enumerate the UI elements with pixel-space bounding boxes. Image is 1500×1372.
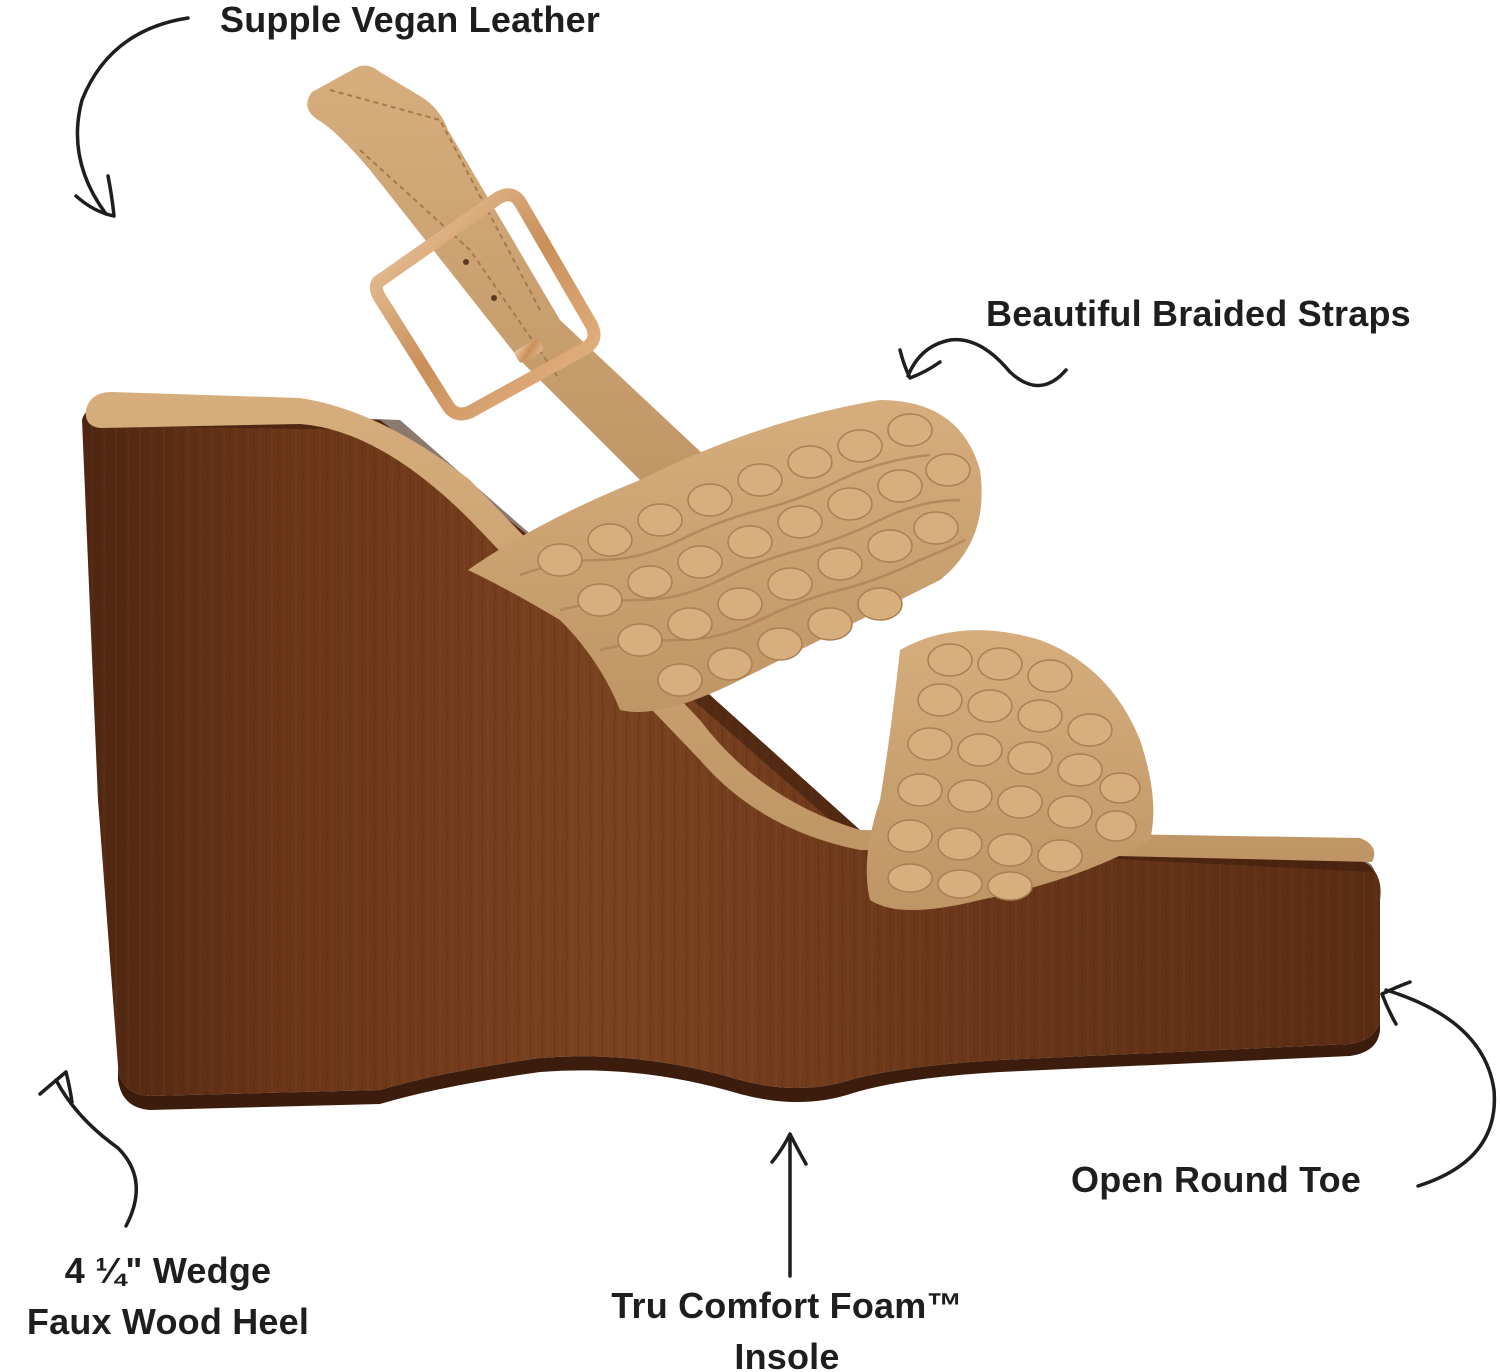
squiggle-arrow-icon <box>898 337 1068 388</box>
curved-arrow-icon <box>1380 980 1497 1188</box>
wedge-heel <box>82 408 1381 1110</box>
braided-strap-lower <box>866 630 1154 910</box>
callout-open-round-toe: Open Round Toe <box>1071 1159 1362 1200</box>
footbed <box>85 392 1375 862</box>
callout-vegan-leather: Supple Vegan Leather <box>220 0 601 40</box>
callout-insole-line1: Tru Comfort Foam™ <box>611 1285 963 1326</box>
callout-wedge-heel: 4 ¼" Wedge Faux Wood Heel <box>0 1245 336 1348</box>
callout-insole-line2: Insole <box>734 1336 840 1372</box>
curved-arrow-icon <box>74 16 190 218</box>
straight-arrow-icon <box>770 1132 808 1278</box>
curved-arrow-icon <box>38 1070 138 1228</box>
callout-wedge-line2: Faux Wood Heel <box>26 1301 310 1343</box>
callout-wedge-line1: 4 ¼" Wedge <box>64 1250 272 1291</box>
ankle-strap <box>307 65 724 501</box>
braided-strap-upper <box>468 400 982 712</box>
gold-buckle <box>369 188 601 421</box>
callout-insole: Tru Comfort Foam™ Insole <box>572 1280 1002 1372</box>
callout-braided-straps: Beautiful Braided Straps <box>986 293 1411 334</box>
